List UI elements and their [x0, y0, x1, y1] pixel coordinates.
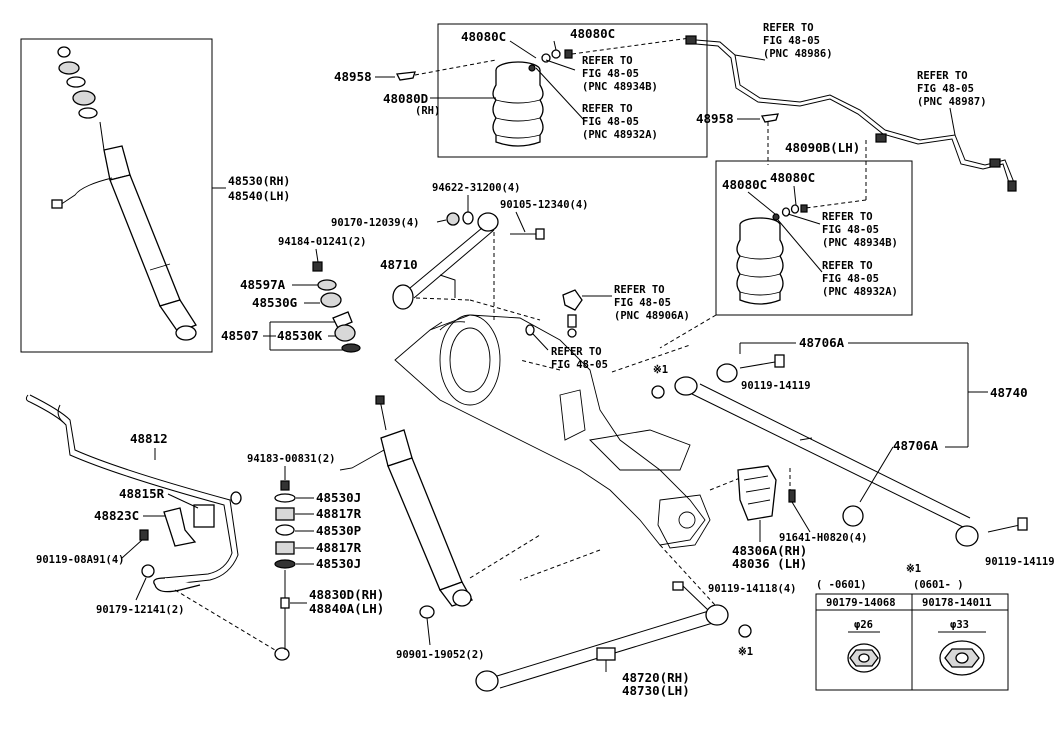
shock-absorber-inset	[20, 38, 213, 353]
label-48507: 48507	[221, 328, 259, 343]
label-48530j-b: 48530J	[316, 556, 361, 571]
label-48815r: 48815R	[119, 486, 165, 501]
bump-stopper	[737, 465, 777, 521]
stabilizer-bar	[25, 394, 242, 593]
label-48080d-rh: (RH)	[415, 105, 440, 117]
label-48720-rh: 48720(RH)	[622, 670, 690, 685]
label-48597a: 48597A	[240, 277, 286, 292]
table-dia-left: φ26	[854, 619, 873, 631]
label-refer-48932a-mid-3: (PNC 48932A)	[822, 286, 898, 298]
label-48540-lh: 48540(LH)	[228, 189, 290, 203]
air-spring-rh-inset	[437, 23, 708, 158]
label-refer-48906a-3: (PNC 48906A)	[614, 310, 690, 322]
label-refer-48934b-top-2: FIG 48-05	[582, 68, 639, 80]
label-refer-48934b-top-1: REFER TO	[582, 55, 633, 67]
label-48080c-c: 48080C	[722, 177, 767, 192]
label-refer-48906a-2: FIG 48-05	[614, 297, 671, 309]
label-48080c-a: 48080C	[461, 29, 506, 44]
label-refer-48987-2: FIG 48-05	[917, 83, 974, 95]
label-48080c-b: 48080C	[570, 26, 615, 41]
label-refer-48934b-mid-1: REFER TO	[822, 211, 873, 223]
label-refer-48932a-top-1: REFER TO	[582, 103, 633, 115]
height-sensor-link	[562, 289, 583, 338]
label-90119-14118: 90119-14118(4)	[708, 583, 797, 595]
label-48958-top: 48958	[334, 69, 372, 84]
label-48530-rh: 48530(RH)	[228, 174, 290, 188]
label-refer-48987-1: REFER TO	[917, 70, 968, 82]
label-48830d-rh: 48830D(RH)	[309, 587, 384, 602]
label-48823c: 48823C	[94, 508, 139, 523]
label-refer-bottom-1: REFER TO	[551, 346, 602, 358]
label-48530g: 48530G	[252, 295, 297, 310]
label-48036-lh: 48036 (LH)	[732, 556, 807, 571]
label-refer-48934b-mid-2: FIG 48-05	[822, 224, 879, 236]
label-refer-48932a-top-2: FIG 48-05	[582, 116, 639, 128]
nut-variant-table: ※1 ( -0601) (0601- ) 90179-14068 90178-1…	[815, 563, 1009, 691]
label-90901: 90901-19052(2)	[396, 649, 485, 661]
label-90119-14119-b: 90119-14119	[985, 556, 1055, 568]
label-mark1-b: ※1	[738, 646, 753, 658]
lower-arm-48720	[475, 604, 729, 692]
table-part-right: 90178-14011	[922, 597, 992, 609]
label-refer-bottom-2: FIG 48-05	[551, 359, 608, 371]
rear-axle-housing	[394, 314, 711, 549]
table-dia-right: φ33	[950, 619, 969, 631]
label-refer-48986-1: REFER TO	[763, 22, 814, 34]
label-48817r-b: 48817R	[316, 540, 362, 555]
label-48080d: 48080D	[383, 91, 428, 106]
shock-absorber-installed	[339, 395, 473, 607]
label-48740: 48740	[990, 385, 1028, 400]
table-period-right: (0601- )	[913, 579, 964, 591]
label-94622: 94622-31200(4)	[432, 182, 521, 194]
label-94183: 94183-00831(2)	[247, 453, 336, 465]
label-48958-mid: 48958	[696, 111, 734, 126]
upper-control-arm	[392, 212, 499, 310]
label-48530p: 48530P	[316, 523, 361, 538]
label-90179-12141: 90179-12141(2)	[96, 604, 185, 616]
label-48530k: 48530K	[277, 328, 323, 343]
label-90119-08a91: 90119-08A91(4)	[36, 554, 125, 566]
label-90119-14119-a: 90119-14119	[741, 380, 811, 392]
label-refer-48932a-mid-2: FIG 48-05	[822, 273, 879, 285]
label-90170: 90170-12039(4)	[331, 217, 420, 229]
air-line-tubes	[685, 35, 1017, 192]
label-refer-48932a-top-3: (PNC 48932A)	[582, 129, 658, 141]
label-48080c-d: 48080C	[770, 170, 815, 185]
label-refer-48934b-top-3: (PNC 48934B)	[582, 81, 658, 93]
label-91641: 91641-H0820(4)	[779, 532, 868, 544]
lower-control-arm-48740	[674, 376, 979, 547]
label-refer-48986-3: (PNC 48986)	[763, 48, 833, 60]
label-48090b-lh: 48090B(LH)	[785, 140, 860, 155]
label-48306a-rh: 48306A(RH)	[732, 543, 807, 558]
label-refer-48934b-mid-3: (PNC 48934B)	[822, 237, 898, 249]
label-48706a-top: 48706A	[799, 335, 845, 350]
label-refer-48906a-1: REFER TO	[614, 284, 665, 296]
label-refer-48986-2: FIG 48-05	[763, 35, 820, 47]
label-refer-48932a-mid-1: REFER TO	[822, 260, 873, 272]
table-part-left: 90179-14068	[826, 597, 896, 609]
label-94184: 94184-01241(2)	[278, 236, 367, 248]
label-48710: 48710	[380, 257, 418, 272]
label-48840a-lh: 48840A(LH)	[309, 601, 384, 616]
label-48730-lh: 48730(LH)	[622, 683, 690, 698]
label-48706a-bot: 48706A	[893, 438, 939, 453]
label-90105: 90105-12340(4)	[500, 199, 589, 211]
table-period-left: ( -0601)	[816, 579, 867, 591]
label-48812: 48812	[130, 431, 168, 446]
air-spring-lh-inset	[715, 160, 913, 316]
label-mark1-a: ※1	[653, 364, 668, 376]
label-refer-48987-3: (PNC 48987)	[917, 96, 987, 108]
label-48530j-a: 48530J	[316, 490, 361, 505]
label-48817r-a: 48817R	[316, 506, 362, 521]
table-mark: ※1	[906, 563, 921, 575]
